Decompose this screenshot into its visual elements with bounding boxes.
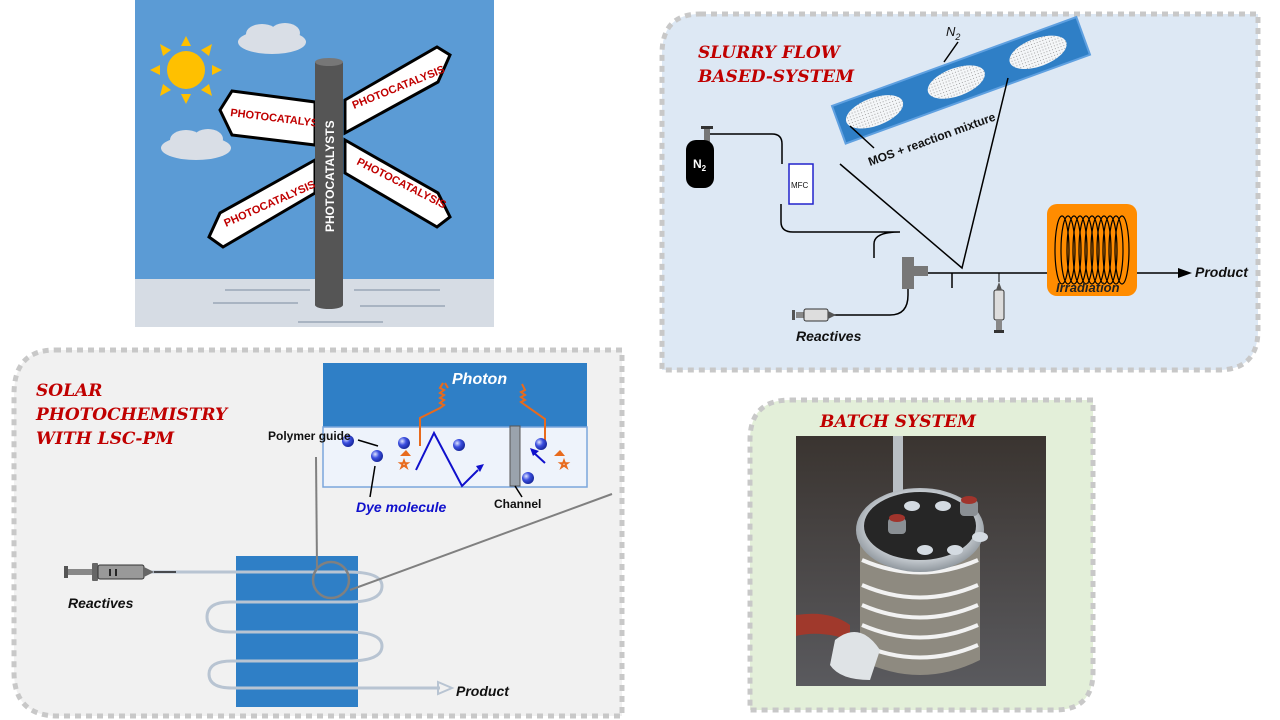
irradiation-label: Irradiation xyxy=(1056,280,1120,295)
product-label: Product xyxy=(456,683,510,699)
reactives-label: Reactives xyxy=(68,595,134,611)
mfc-box xyxy=(788,163,814,205)
polymer-guide-label: Polymer guide xyxy=(268,429,351,443)
gas-subscript: 2 xyxy=(954,32,960,42)
solar-title-line3: WITH LSC-PM xyxy=(36,429,175,449)
solar-title-line2: PHOTOCHEMISTRY xyxy=(35,405,229,425)
solar-photochemistry-panel: SOLAR PHOTOCHEMISTRY WITH LSC-PM Photon xyxy=(11,347,625,719)
dye-molecules xyxy=(342,435,547,484)
batch-reactor-photo xyxy=(796,436,1046,686)
cylinder-label: N xyxy=(693,157,702,171)
solar-title-line1: SOLAR xyxy=(36,381,102,401)
signpost-pole xyxy=(315,62,343,305)
signpost-illustration: PHOTOCATALYSIS PHOTOCATALYSIS PHOTOCATAL… xyxy=(135,0,494,327)
zoom-circle xyxy=(311,560,351,600)
cylinder-subscript: 2 xyxy=(702,164,707,173)
slurry-title-line1: SLURRY FLOW xyxy=(698,43,842,63)
syringe-icon xyxy=(993,273,1005,333)
syringe-icon xyxy=(64,563,176,581)
star-icon xyxy=(557,457,571,471)
mfc-label: MFC xyxy=(791,181,809,190)
pole-label: PHOTOCATALYSTS xyxy=(323,120,337,232)
syringe-icon xyxy=(792,308,836,322)
star-icon xyxy=(397,457,411,471)
cloud-icon xyxy=(161,23,306,160)
nitrogen-cylinder-icon: N2 xyxy=(686,126,714,188)
channel-label: Channel xyxy=(494,497,541,511)
irradiation-box xyxy=(1047,204,1137,296)
photon-label: Photon xyxy=(452,371,507,388)
slurry-flow-panel: SLURRY FLOW BASED-SYSTEM N2 MOS + reacti… xyxy=(659,11,1261,373)
svg-text:N2: N2 xyxy=(693,157,707,173)
gas-label: N xyxy=(946,24,956,39)
svg-text:N2: N2 xyxy=(946,24,960,42)
slurry-title-line2: BASED-SYSTEM xyxy=(697,67,855,87)
batch-system-panel: BATCH SYSTEM xyxy=(747,397,1096,713)
coil-reactor xyxy=(1054,215,1130,285)
channel-rod xyxy=(509,425,521,487)
batch-title: BATCH SYSTEM xyxy=(819,412,977,432)
photon-layer xyxy=(323,363,587,427)
slurry-tube-detail xyxy=(830,15,1092,145)
polymer-guide-layer xyxy=(322,426,588,488)
sun-icon xyxy=(150,36,222,104)
reactives-label: Reactives xyxy=(796,328,862,344)
dye-molecule-label: Dye molecule xyxy=(356,499,446,515)
product-label: Product xyxy=(1195,264,1249,280)
